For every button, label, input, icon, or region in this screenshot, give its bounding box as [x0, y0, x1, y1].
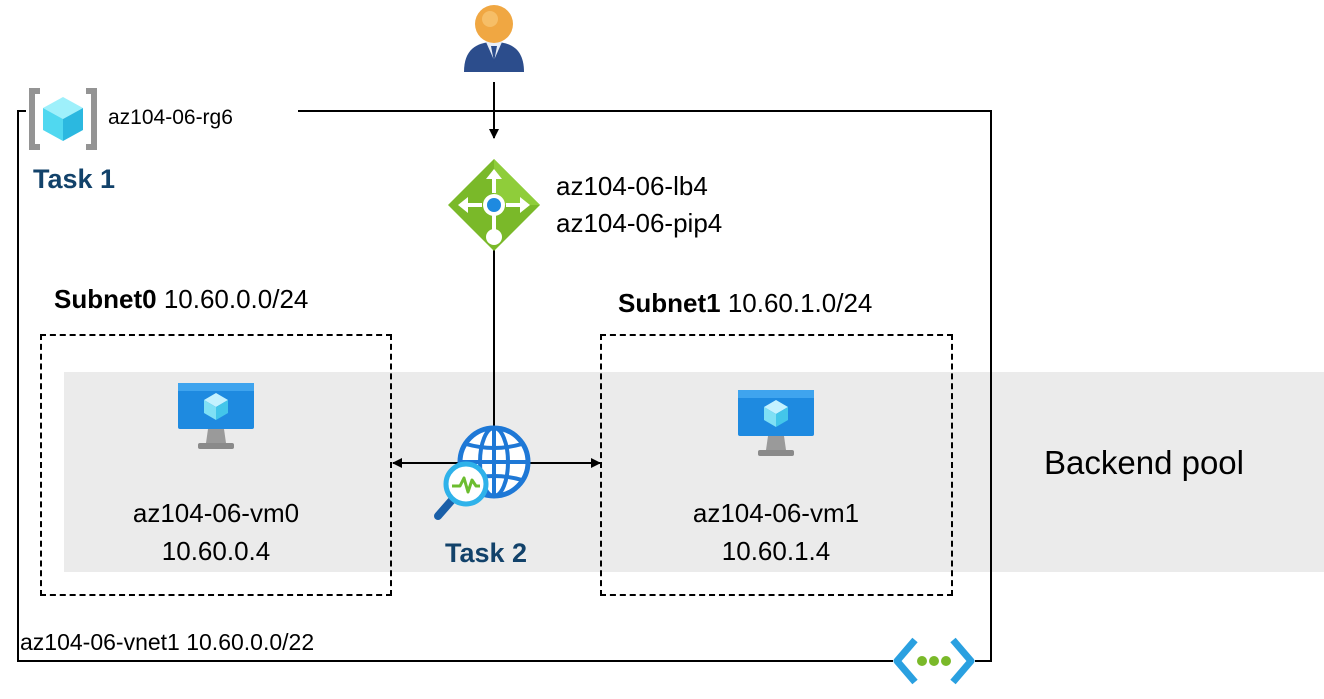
user-icon	[464, 5, 524, 72]
subnet1-label: Subnet1 10.60.1.0/24	[618, 290, 872, 316]
vnet-boundary	[17, 110, 992, 662]
backend-pool-label: Backend pool	[1044, 444, 1244, 481]
backend-pool-band	[64, 372, 1324, 572]
subnet1-cidr: 10.60.1.0/24	[727, 288, 873, 318]
vm1-ip: 10.60.1.4	[721, 536, 831, 566]
network-watcher-globe-icon	[434, 425, 531, 520]
vm1-icon	[738, 390, 814, 456]
vm0-name: az104-06-vm0	[132, 498, 300, 528]
subnet0-box	[40, 334, 392, 596]
subnet0-name: Subnet0	[54, 284, 157, 314]
vm0-ip: 10.60.0.4	[161, 536, 271, 566]
subnet1-name: Subnet1	[618, 288, 721, 318]
subnet1-box	[600, 334, 953, 596]
vnet-label: az104-06-vnet1 10.60.0.0/22	[20, 629, 315, 655]
load-balancer-icon	[448, 159, 540, 251]
resource-group-name: az104-06-rg6	[108, 106, 233, 129]
vm1-name: az104-06-vm1	[692, 498, 860, 528]
task1-label: Task 1	[33, 164, 116, 194]
resource-group-cube-icon	[29, 88, 97, 150]
subnet0-cidr: 10.60.0.0/24	[163, 284, 309, 314]
load-balancer-name: az104-06-lb4	[556, 171, 708, 201]
subnet0-label: Subnet0 10.60.0.0/24	[54, 286, 308, 312]
virtual-network-icon	[893, 636, 975, 686]
task2-label: Task 2	[445, 538, 528, 568]
vm0-icon	[178, 383, 254, 449]
public-ip-name: az104-06-pip4	[556, 208, 723, 238]
